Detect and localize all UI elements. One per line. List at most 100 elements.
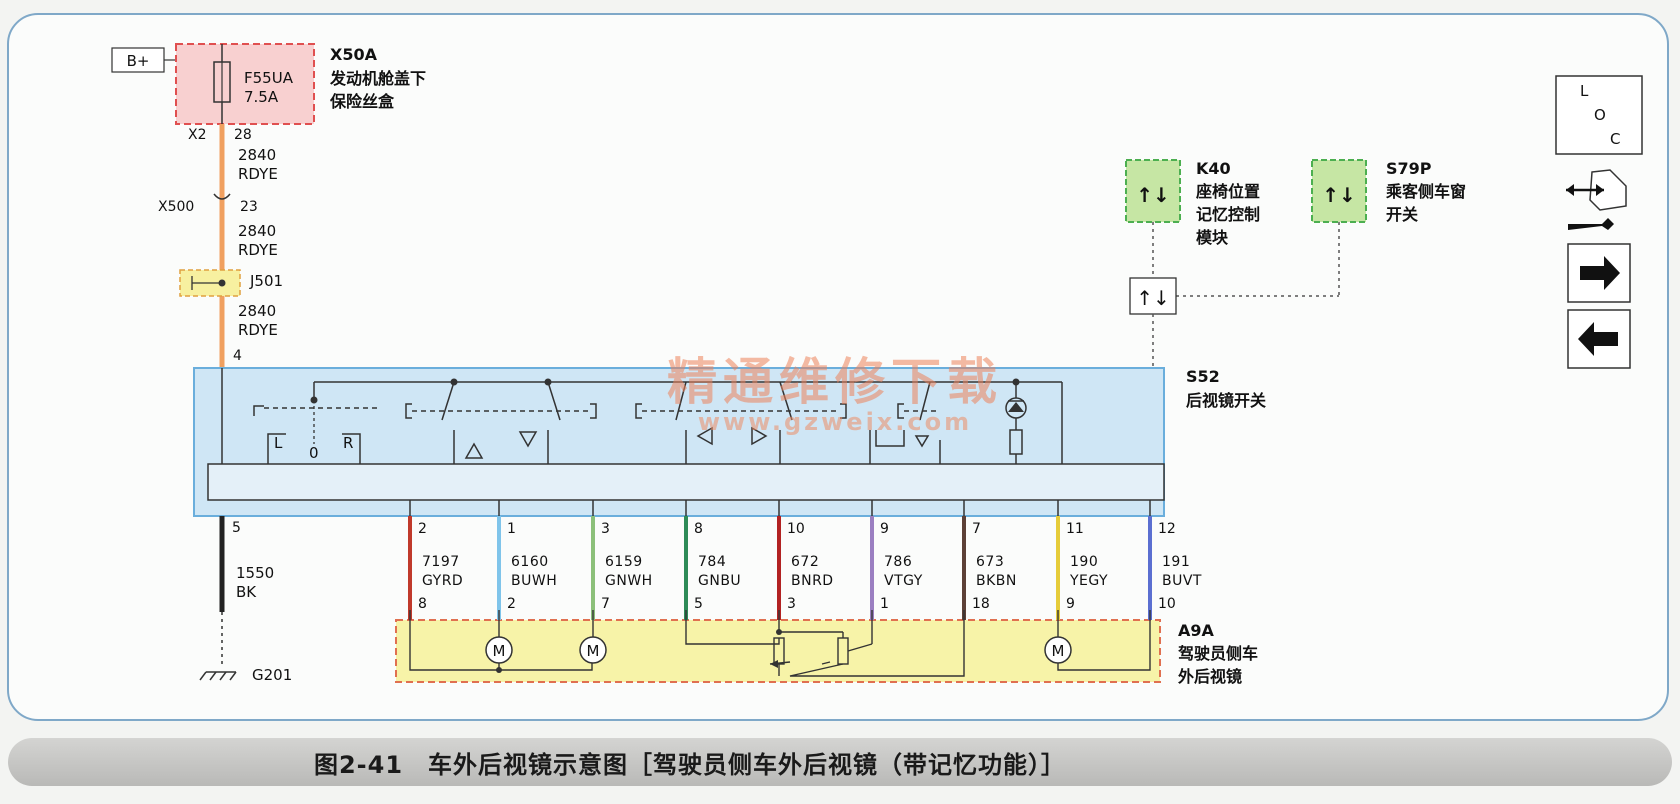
wire-bottom-pin: 7 [601, 596, 610, 612]
motor-leftright: M [579, 636, 607, 664]
k40-line1: 座椅位置 [1195, 182, 1260, 201]
switch-name: 后视镜开关 [1186, 391, 1266, 410]
motor-updown: M [485, 636, 513, 664]
module-k40 [1125, 159, 1181, 223]
wire-color-code: GYRD [422, 573, 463, 589]
switch-code: S52 [1186, 367, 1220, 386]
wire2-color: RDYE [238, 241, 278, 259]
pin-28: 28 [234, 127, 252, 143]
fusebox-name-1: 发动机舱盖下 [329, 69, 426, 88]
wire-color-code: VTGY [884, 573, 923, 589]
pin-23: 23 [240, 199, 258, 215]
ground-pin: 5 [232, 520, 241, 536]
s79p-line2: 开关 [1386, 205, 1418, 224]
wire-color-code: YEGY [1069, 573, 1108, 589]
s79p-code: S79P [1386, 159, 1432, 178]
wire-top-pin: 1 [507, 521, 516, 537]
supply-box [111, 47, 165, 73]
wire-number: 673 [976, 554, 1004, 570]
wire-number: 190 [1070, 554, 1098, 570]
k40-arrows-icon: ↑↓ [1136, 183, 1170, 207]
ground-wire-color: BK [236, 583, 257, 601]
mirror-line2: 外后视镜 [1177, 667, 1242, 686]
mirror-code: A9A [1178, 621, 1215, 640]
wiring-diagram: B+ F55UA 7.5A X50A 发动机舱盖下 保险丝盒 X2 28 284… [7, 13, 1669, 721]
wrench-icon [1568, 218, 1614, 230]
pos-right: R [343, 434, 353, 452]
arrow-right-icon [1567, 243, 1631, 303]
wire-number: 784 [698, 554, 726, 570]
loc-legend-box [1555, 75, 1643, 155]
wire-number: 6159 [605, 554, 643, 570]
wire-bottom-pin: 10 [1158, 596, 1176, 612]
wire-number: 191 [1162, 554, 1190, 570]
wire-bottom-pin: 3 [787, 596, 796, 612]
wire-bottom-pin: 9 [1066, 596, 1075, 612]
wire-bottom-pin: 18 [972, 596, 990, 612]
bus-junction [1129, 277, 1177, 315]
wire-top-pin: 2 [418, 521, 427, 537]
wire-top-pin: 11 [1066, 521, 1084, 537]
wire-bottom-pin: 2 [507, 596, 516, 612]
pos-left: L [274, 434, 283, 452]
k40-line2: 记忆控制 [1196, 205, 1260, 224]
figure-caption: 图2-41 车外后视镜示意图［驾驶员侧车外后视镜（带记忆功能）］ [313, 750, 1067, 779]
wire-top-pin: 9 [880, 521, 889, 537]
wire2-no: 2840 [238, 222, 276, 240]
wire-top-pin: 7 [972, 521, 981, 537]
wire-number: 6160 [511, 554, 549, 570]
caption-bar: 图2-41 车外后视镜示意图［驾驶员侧车外后视镜（带记忆功能）］ [8, 738, 1672, 786]
wire-color-code: BKBN [976, 573, 1017, 589]
wire-number: 7197 [422, 554, 460, 570]
loc-letter-c: C [1610, 130, 1620, 148]
connector-view-icon [1566, 169, 1627, 211]
wire-top-pin: 3 [601, 521, 610, 537]
fuse-name: F55UA [244, 69, 294, 87]
fusebox-name-2: 保险丝盒 [329, 92, 395, 111]
mirror-line1: 驾驶员侧车 [1177, 644, 1258, 663]
wire-color-code: BUVT [1162, 573, 1202, 589]
wire1-no: 2840 [238, 146, 276, 164]
wire-color-code: GNBU [698, 573, 741, 589]
splice-label: J501 [249, 272, 283, 290]
conn-x500: X500 [158, 199, 194, 215]
motor-fold: M [1044, 636, 1072, 664]
wire-bottom-pin: 5 [694, 596, 703, 612]
fuse-rating: 7.5A [244, 88, 279, 106]
k40-code: K40 [1196, 159, 1231, 178]
s79p-arrows-icon: ↑↓ [1322, 183, 1356, 207]
pin-4: 4 [233, 348, 242, 364]
wire3-color: RDYE [238, 321, 278, 339]
wire-bottom-pin: 1 [880, 596, 889, 612]
motor-symbol: M [587, 642, 600, 660]
wire-color-code: BUWH [511, 573, 557, 589]
pos-center: 0 [309, 444, 319, 462]
loc-letter-l: L [1580, 82, 1589, 100]
fusebox-code: X50A [330, 45, 378, 64]
loc-letter-o: O [1594, 106, 1606, 124]
wire-color-code: BNRD [791, 573, 834, 589]
fusebox [175, 43, 315, 125]
switch-connector [207, 463, 1165, 501]
wire-top-pin: 12 [1158, 521, 1176, 537]
wire-number: 672 [791, 554, 819, 570]
wire-top-pin: 8 [694, 521, 703, 537]
wire-number: 786 [884, 554, 912, 570]
motor-symbol: M [493, 642, 506, 660]
connector-x500 [213, 193, 231, 200]
bus-arrows-icon: ↑↓ [1136, 286, 1170, 310]
arrow-left-icon [1567, 309, 1631, 369]
ground-label: G201 [252, 666, 292, 684]
conn-x2: X2 [188, 127, 207, 143]
wire-bottom-pin: 8 [418, 596, 427, 612]
wire-color-code: GNWH [605, 573, 653, 589]
wire3-no: 2840 [238, 302, 276, 320]
supply-label: B+ [127, 52, 150, 70]
motor-symbol: M [1052, 642, 1065, 660]
k40-line3: 模块 [1196, 228, 1229, 247]
wire-top-pin: 10 [787, 521, 805, 537]
s79p-line1: 乘客侧车窗 [1385, 182, 1466, 201]
wire1-color: RDYE [238, 165, 278, 183]
module-s79p [1311, 159, 1367, 223]
